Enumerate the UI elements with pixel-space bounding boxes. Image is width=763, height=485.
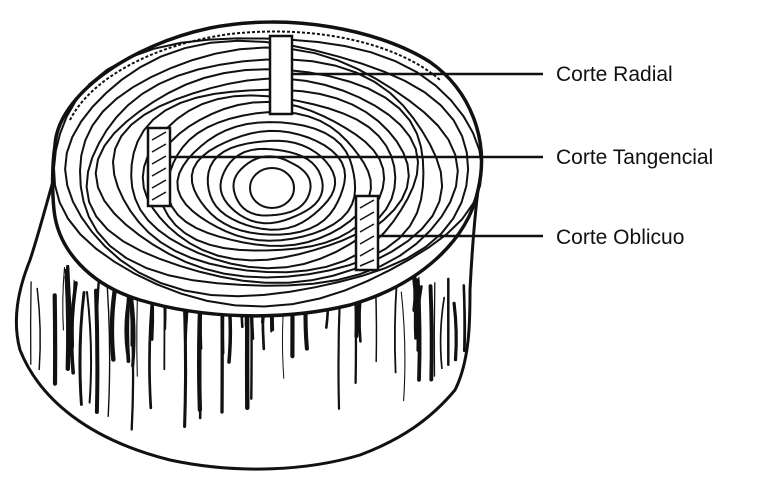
- radial-cut-sample: [270, 36, 292, 114]
- bark-stroke: [376, 288, 377, 361]
- bark-stroke: [67, 277, 69, 369]
- stump-top-face: [53, 22, 482, 316]
- pith: [250, 168, 294, 208]
- tangential-cut-sample: [148, 128, 170, 206]
- bark-stroke: [431, 286, 432, 379]
- oblique-cut-sample: [356, 196, 378, 270]
- oblique-cut-label: Corte Oblicuo: [556, 227, 684, 248]
- radial-cut-label: Corte Radial: [556, 64, 673, 85]
- tangential-cut-label: Corte Tangencial: [556, 147, 713, 168]
